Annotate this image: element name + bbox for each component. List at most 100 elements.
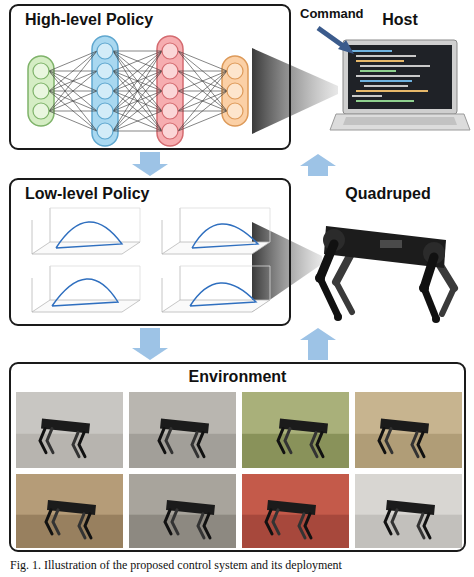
block-arrow [132, 328, 168, 360]
neuron [162, 83, 178, 99]
robot-leg [79, 433, 85, 457]
photo [16, 474, 123, 548]
nn-connection [49, 51, 97, 71]
block-arrow [132, 152, 168, 176]
nn-connection [49, 111, 97, 112]
neuron [97, 63, 113, 79]
robot-leg [40, 429, 46, 453]
trajectory-plots [32, 208, 270, 312]
neuron [33, 63, 49, 79]
nn-connection [113, 51, 162, 111]
trajectory-curve [52, 279, 118, 306]
code-line [356, 90, 428, 92]
photo-ground [355, 434, 462, 468]
plot-axis [180, 208, 181, 242]
nn-connection [113, 71, 162, 131]
plot-axis [32, 220, 33, 254]
robot-leg [278, 429, 284, 453]
nn-connection [113, 51, 162, 71]
photo-ground [242, 434, 349, 468]
robot-leg [418, 433, 424, 457]
neuron [162, 103, 178, 119]
quadruped-robot [315, 226, 454, 323]
robot-silhouette [166, 500, 215, 515]
robot-leg [317, 433, 323, 457]
code-line [360, 70, 396, 72]
robot-body [324, 226, 446, 268]
nn-connection [113, 51, 162, 71]
nn-connection [113, 51, 162, 91]
robot-leg [285, 429, 291, 453]
photo-ground [129, 515, 236, 548]
code-line [356, 100, 414, 102]
nn-connection [113, 131, 162, 132]
plot-grid [180, 266, 270, 267]
code-line [356, 60, 404, 62]
plot-floor [32, 300, 140, 312]
robot-leg [386, 429, 392, 453]
arrow-head [338, 40, 354, 54]
nn-connection [178, 51, 227, 91]
trajectory-curve [192, 224, 258, 248]
neuron [97, 83, 113, 99]
plot-axis [50, 266, 51, 300]
robot-leg [299, 514, 305, 538]
robot-leg [204, 514, 210, 538]
robot-leg [166, 429, 172, 453]
neuron [162, 123, 178, 139]
policy-panel: High-level Policy [9, 4, 291, 150]
plot-axis [162, 220, 163, 254]
neural-network [28, 36, 248, 146]
environment-panel: Environment [9, 362, 466, 552]
node-title: Host [382, 10, 418, 30]
photo [242, 474, 349, 548]
nn-connection [113, 111, 162, 131]
nn-connection [178, 71, 227, 72]
robot-leg [192, 433, 198, 457]
nn-connection [113, 51, 162, 131]
plot-grid [140, 208, 141, 242]
robot-leg [273, 510, 279, 534]
nn-connection [178, 51, 227, 71]
robot-knee [315, 273, 325, 283]
fan-shape [252, 222, 322, 312]
trajectory-curve [56, 222, 122, 248]
nn-connection [178, 111, 227, 131]
node-title: Environment [189, 367, 287, 387]
neuron [227, 103, 243, 119]
laptop-screen [348, 45, 452, 109]
photo-ground [16, 434, 123, 468]
code-line [352, 50, 392, 52]
nn-connection [49, 91, 97, 111]
plot-grid [180, 208, 270, 209]
laptop-lid [343, 40, 457, 114]
robot-silhouette [279, 419, 328, 434]
robot-silhouette [41, 419, 90, 434]
robot-detail [380, 240, 402, 248]
nn-connection [49, 111, 97, 131]
block-arrow [300, 154, 336, 176]
nn-connection [178, 71, 227, 91]
nn-connection [178, 71, 227, 111]
robot-silhouette [47, 500, 96, 515]
nn-connection [49, 91, 97, 111]
photo [16, 392, 123, 468]
plot-axis [50, 208, 51, 242]
photo-ground [129, 434, 236, 468]
robot-leg [336, 282, 352, 312]
plot-grid [50, 208, 140, 209]
robot-leg [305, 514, 311, 538]
neuron [97, 103, 113, 119]
nn-connection [49, 91, 97, 131]
nn-connection [49, 71, 97, 111]
nn-connection [113, 91, 162, 131]
robot-knee [419, 283, 429, 293]
robot-leg [392, 510, 398, 534]
robot-leg [172, 510, 178, 534]
nn-connection [49, 71, 97, 111]
robot-leg [159, 429, 165, 453]
node-title: Low-level Policy [25, 184, 149, 204]
block-arrow [300, 328, 336, 360]
robot-leg [424, 514, 430, 538]
